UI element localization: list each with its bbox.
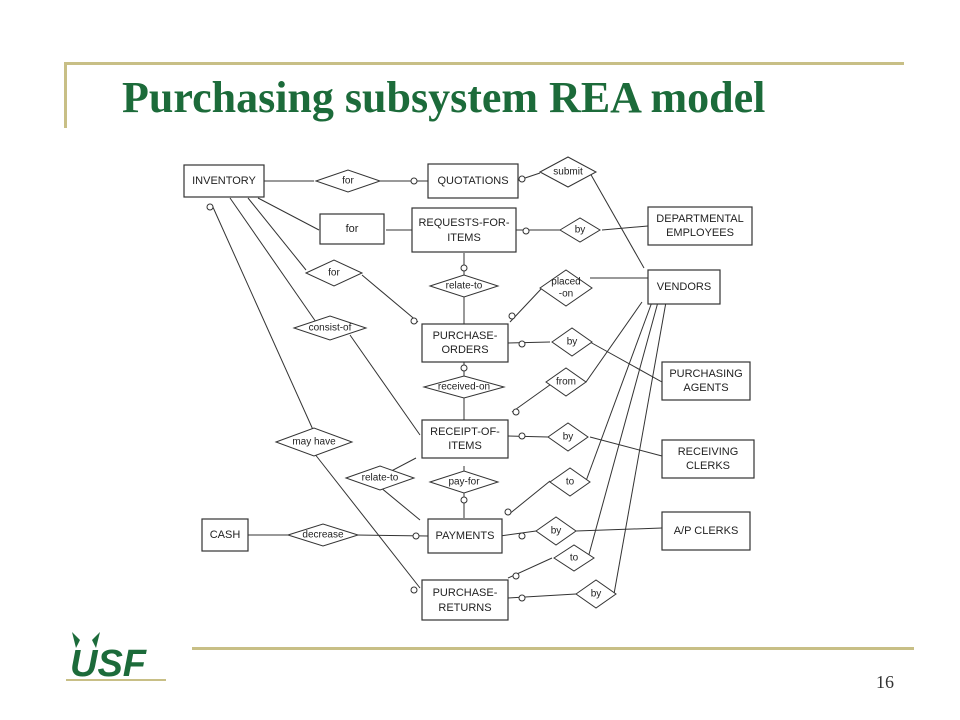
relationship-label: submit <box>553 167 583 178</box>
relationship-label: relate-to <box>362 473 399 484</box>
rel-submit: submit <box>538 156 598 188</box>
entity-label: PURCHASE- <box>433 587 498 599</box>
entity-cash: CASH <box>201 518 249 552</box>
relationship-label: by <box>551 526 562 537</box>
entity-label: A/P CLERKS <box>674 525 739 537</box>
top-rule <box>64 62 904 65</box>
relationship-label: to <box>566 477 575 488</box>
rel-by-payments: by <box>535 516 577 546</box>
entity-label: AGENTS <box>683 382 728 394</box>
relationship-label: from <box>556 377 576 388</box>
rel-decrease: decrease <box>286 523 360 547</box>
relationship-label: by <box>575 225 586 236</box>
relationship-label: -on <box>559 289 573 300</box>
rel-relate-to-top: relate-to <box>428 274 500 298</box>
entity-inventory: INVENTORY <box>183 164 265 198</box>
entity-label: RETURNS <box>438 602 491 614</box>
rel-to-payments: to <box>549 467 591 497</box>
rel-consist-of: consist-of <box>292 315 368 341</box>
entity-label: RECEIPT-OF- <box>430 426 500 438</box>
entity-receipt-of-items: RECEIPT-OF- ITEMS <box>421 419 509 459</box>
relationship-label: may have <box>292 437 336 448</box>
entity-ap-clerks: A/P CLERKS <box>661 511 751 551</box>
entity-label: ORDERS <box>441 344 488 356</box>
logo-text: USF <box>70 643 148 685</box>
relationship-label: by <box>591 589 602 600</box>
relationship-label: decrease <box>302 530 344 541</box>
entity-label: RECEIVING <box>678 446 739 458</box>
slide-title: Purchasing subsystem REA model <box>122 73 766 122</box>
rel-by-requests: by <box>559 217 601 243</box>
entity-label: QUOTATIONS <box>437 175 508 187</box>
page-number: 16 <box>876 672 894 692</box>
rel-by-receipt: by <box>547 422 589 452</box>
entity-label: DEPARTMENTAL <box>656 213 743 225</box>
cardinality-markers <box>206 175 530 602</box>
rel-pay-for: pay-for <box>428 470 500 494</box>
entity-label: ITEMS <box>448 440 482 452</box>
entity-label: CLERKS <box>686 460 730 472</box>
entity-label: EMPLOYEES <box>666 227 734 239</box>
rel-from: from <box>545 367 587 397</box>
usf-logo: USF <box>66 632 166 685</box>
entity-departmental-employees: DEPARTMENTAL EMPLOYEES <box>647 206 753 246</box>
rea-diagram: .ent { fill:#fff; stroke:#333; stroke-wi… <box>183 156 755 621</box>
rel-by-returns: by <box>575 579 617 609</box>
entity-label: PURCHASING <box>669 368 742 380</box>
entity-purchasing-agents: PURCHASING AGENTS <box>661 361 751 401</box>
relationship-label: to <box>570 553 579 564</box>
left-rule <box>64 62 67 128</box>
rel-placed-on: placed -on <box>539 269 593 307</box>
entity-receiving-clerks: RECEIVING CLERKS <box>661 439 755 479</box>
entity-vendors: VENDORS <box>647 269 721 305</box>
rel-may-have: may have <box>274 427 354 457</box>
entity-quotations: QUOTATIONS <box>427 163 519 199</box>
relationship-label: pay-for <box>448 477 480 488</box>
relationship-lines <box>211 172 667 599</box>
relationship-label: consist-of <box>309 323 352 334</box>
entity-label: REQUESTS-FOR- <box>418 217 509 229</box>
rel-for-quotations: for <box>314 169 382 193</box>
entity-label: VENDORS <box>657 281 711 293</box>
relationship-label: by <box>567 337 578 348</box>
entity-label: PAYMENTS <box>436 530 495 542</box>
relationship-label: for <box>328 268 340 279</box>
rel-to-returns: to <box>553 544 595 572</box>
rel-received-on: received-on <box>422 375 506 399</box>
relationship-label: for <box>342 176 354 187</box>
entity-label: INVENTORY <box>192 175 256 187</box>
entity-label: for <box>346 223 359 235</box>
rel-for-orders: for <box>304 259 364 287</box>
entity-purchase-orders: PURCHASE- ORDERS <box>421 323 509 363</box>
relationship-label: relate-to <box>446 281 483 292</box>
entity-label: ITEMS <box>447 232 481 244</box>
entity-label: PURCHASE- <box>433 330 498 342</box>
entity-label: CASH <box>210 529 241 541</box>
entity-for-box: for <box>319 213 385 245</box>
entity-requests-for-items: REQUESTS-FOR- ITEMS <box>411 207 517 253</box>
relationship-label: received-on <box>438 382 490 393</box>
bottom-rule <box>192 647 914 650</box>
rel-relate-to-bottom: relate-to <box>344 465 416 491</box>
relationship-label: by <box>563 432 574 443</box>
relationship-label: placed <box>551 277 580 288</box>
entity-purchase-returns: PURCHASE- RETURNS <box>421 579 509 621</box>
entity-payments: PAYMENTS <box>427 518 503 554</box>
rel-by-orders: by <box>551 327 593 357</box>
